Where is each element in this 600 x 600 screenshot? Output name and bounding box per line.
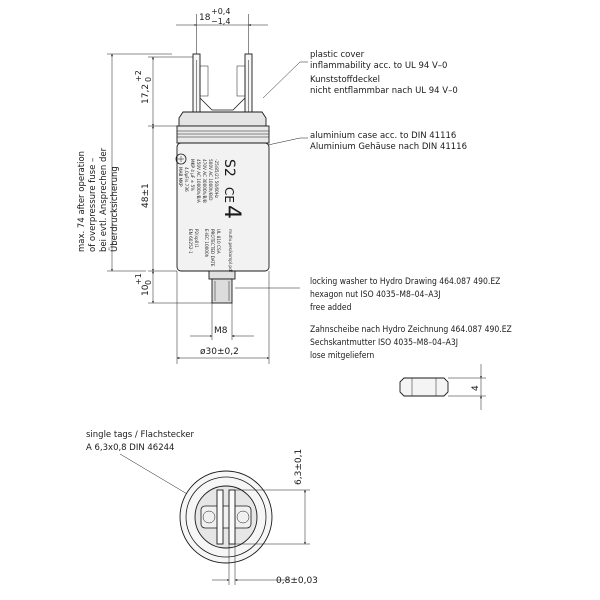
svg-text:Kunststoffdeckel: Kunststoffdeckel xyxy=(310,75,380,85)
dim-max74: max. 74 after operation of overpressure … xyxy=(77,53,172,272)
svg-text:lose mitgeliefern: lose mitgeliefern xyxy=(310,351,374,361)
hex-nut: 4 xyxy=(399,364,486,410)
svg-text:0: 0 xyxy=(144,77,153,82)
svg-text:max. 74 after operation: max. 74 after operation xyxy=(77,151,87,252)
mounting-stud xyxy=(208,270,236,304)
svg-text:Überdrucksicherung: Überdrucksicherung xyxy=(109,166,120,252)
dim-thread: M8 xyxy=(190,303,254,340)
svg-text:+0,4: +0,4 xyxy=(211,7,230,16)
label-line-12: P2(sp0)1 xyxy=(194,229,199,248)
svg-text:0,8±0,03: 0,8±0,03 xyxy=(276,576,318,586)
top-view xyxy=(179,470,273,564)
svg-text:ø30±0,2: ø30±0,2 xyxy=(200,347,239,357)
label-line-7: -25/85/21 50/60Hz xyxy=(214,159,219,199)
svg-text:M8: M8 xyxy=(214,326,228,336)
product-label: MAB MKP 4,0µF/s.736 MKP 4 µF ± 5% 450V A… xyxy=(175,153,244,273)
svg-text:bei evtl. Ansprechen der: bei evtl. Ansprechen der xyxy=(99,147,109,252)
dim-tag-thickness: 0,8±0,03 xyxy=(212,544,318,586)
terminal-tags xyxy=(192,53,253,115)
crimp-ring xyxy=(176,125,270,144)
svg-text:Aluminium Gehäuse nach DIN 411: Aluminium Gehäuse nach DIN 41116 xyxy=(310,142,467,152)
svg-text:6,3±0,1: 6,3±0,1 xyxy=(294,449,304,485)
svg-text:4: 4 xyxy=(471,385,481,391)
svg-text:+2: +2 xyxy=(134,70,143,82)
plastic-cover xyxy=(178,111,267,127)
dim-body-height: 48±1 xyxy=(141,125,177,272)
svg-text:Zahnscheibe nach Hydro Zeichnu: Zahnscheibe nach Hydro Zeichnung 464.087… xyxy=(310,325,512,335)
svg-text:10: 10 xyxy=(141,284,151,296)
label-rating-digit: 4 xyxy=(219,205,244,219)
ce-mark: CE xyxy=(222,187,236,203)
svg-text:0: 0 xyxy=(144,280,153,285)
svg-text:aluminium case acc. to DIN 4: aluminium case acc. to DIN 41116 xyxy=(310,131,456,141)
label-line-2: 4,0µF/s.736 xyxy=(184,167,189,192)
svg-text:nicht entflammbar nach UL 94 V: nicht entflammbar nach UL 94 V–0 xyxy=(310,86,458,96)
svg-text:locking washer to Hydro Drawin: locking washer to Hydro Drawing 464.087 … xyxy=(310,277,500,287)
svg-text:17,2: 17,2 xyxy=(141,84,151,104)
dim-tag-spacing-value: 18 xyxy=(199,13,211,23)
label-line-4: 450V AC 10000h/B/A xyxy=(196,159,201,203)
brand-logo-icon xyxy=(175,153,187,165)
washer-note: locking washer to Hydro Drawing 464.087 … xyxy=(235,277,512,361)
svg-text:of overpressure fuse –: of overpressure fuse – xyxy=(88,158,98,252)
label-line-11: EN 60252-1 xyxy=(188,229,193,254)
dim-tag-height: 17,2 +2 0 xyxy=(134,56,193,127)
svg-text:single tags / Flachstecker: single tags / Flachstecker xyxy=(86,430,195,440)
label-line-13: E-IEC 10000h xyxy=(204,229,209,258)
label-line-6: 500V AC 1000h/B/D xyxy=(208,159,213,200)
plastic-cover-note: plastic cover inflammability acc. to UL … xyxy=(262,50,458,99)
label-line-15: UL 810 CSA xyxy=(216,229,221,254)
svg-text:−1,4: −1,4 xyxy=(211,17,230,26)
label-line-1: MAB MKP xyxy=(178,167,183,187)
dim-diameter: ø30±0,2 xyxy=(176,271,270,364)
capacitor-body xyxy=(176,111,270,272)
svg-text:48±1: 48±1 xyxy=(141,183,151,208)
svg-text:A 6,3x0,8 DIN 46244: A 6,3x0,8 DIN 46244 xyxy=(86,443,174,453)
label-line-14: PROTECTED DATE xyxy=(210,229,215,267)
svg-text:hexagon nut ISO 4035–M8–04–A3J: hexagon nut ISO 4035–M8–04–A3J xyxy=(310,290,441,300)
dim-tag-width: 6,3±0,1 xyxy=(235,449,310,545)
label-line-3: MKP 4 µF ± 5% xyxy=(190,159,195,191)
svg-text:plastic cover: plastic cover xyxy=(310,50,365,60)
max74-note: max. 74 after operation of overpressure … xyxy=(77,147,120,252)
label-line-5: 470V AC 30000h/B/B xyxy=(202,159,207,203)
svg-text:inflammability acc. to UL 94 V: inflammability acc. to UL 94 V–0 xyxy=(310,61,447,71)
svg-text:+1: +1 xyxy=(134,273,143,285)
dim-tag-spacing: 18 +0,4 −1,4 xyxy=(176,7,268,54)
dim-stud-length: 10 +1 0 xyxy=(134,270,212,304)
label-line-16: mutlu.pes/kompl.pdf xyxy=(228,229,233,273)
label-s2: S2 xyxy=(221,159,237,177)
svg-text:free added: free added xyxy=(310,303,352,313)
svg-text:Sechskantmutter ISO 4035–M8–04: Sechskantmutter ISO 4035–M8–04–A3J xyxy=(310,338,458,348)
aluminium-case-note: aluminium case acc. to DIN 41116 Alumini… xyxy=(267,131,467,152)
